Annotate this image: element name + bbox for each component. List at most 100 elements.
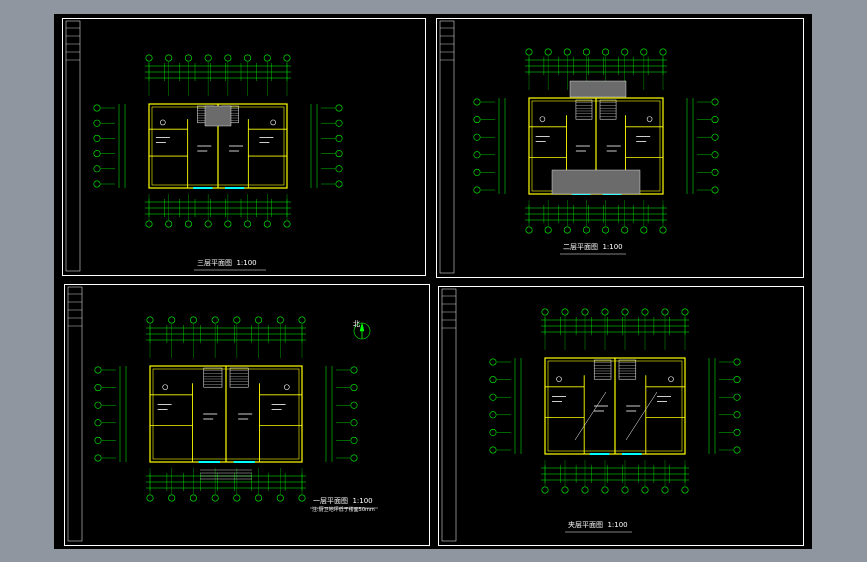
axis-bubble (298, 494, 306, 502)
axis-bubble-left (489, 446, 497, 454)
axis-bubble-left (473, 116, 481, 124)
axis-bubble (283, 54, 291, 62)
axis-bubble-right (350, 384, 358, 392)
title-third-floor: 三层平面图 1:100 (197, 259, 257, 267)
axis-bubble (525, 226, 533, 234)
axis-bubble-right (335, 180, 343, 188)
axis-bubble (581, 308, 589, 316)
axis-bubble (621, 308, 629, 316)
axis-bubble (276, 316, 284, 324)
axis-bubble (146, 494, 154, 502)
sheet-first-floor[interactable] (64, 284, 430, 546)
axis-bubble (544, 226, 552, 234)
axis-bubble-right (335, 119, 343, 127)
axis-bubble (168, 316, 176, 324)
axis-bubble (641, 308, 649, 316)
sheet-third-floor[interactable] (62, 18, 426, 276)
axis-bubble-left (94, 436, 102, 444)
axis-bubble-left (94, 366, 102, 374)
title-second-floor: 二层平面图 1:100 (563, 243, 623, 251)
axis-bubble (661, 308, 669, 316)
axis-bubble (544, 48, 552, 56)
axis-bubble (204, 54, 212, 62)
axis-bubble (263, 54, 271, 62)
axis-bubble (601, 486, 609, 494)
title-first-floor: 一层平面图 1:100 (313, 497, 373, 505)
axis-bubble-left (93, 150, 101, 158)
title-roof-floor: 夹层平面图 1:100 (568, 521, 628, 529)
axis-bubble-left (473, 133, 481, 141)
axis-bubble (581, 486, 589, 494)
axis-bubble (621, 226, 629, 234)
stair (593, 359, 612, 380)
axis-bubble-right (733, 393, 741, 401)
axis-bubble (224, 220, 232, 228)
axis-bubble (145, 54, 153, 62)
axis-bubble (681, 486, 689, 494)
stair (618, 359, 637, 380)
axis-bubble (621, 48, 629, 56)
axis-bubble-right (335, 134, 343, 142)
axis-bubble-left (93, 104, 101, 112)
axis-bubble (561, 486, 569, 494)
axis-bubble (283, 220, 291, 228)
axis-bubble (582, 226, 590, 234)
fixture (668, 376, 674, 382)
axis-bubble-left (94, 401, 102, 409)
axis-bubble (541, 486, 549, 494)
axis-bubble-left (94, 384, 102, 392)
axis-bubble (189, 316, 197, 324)
axis-bubble-left (489, 428, 497, 436)
axis-bubble-left (94, 454, 102, 462)
title-block (439, 20, 455, 274)
title-block (441, 288, 457, 542)
fixture (539, 116, 546, 122)
fixture (556, 376, 562, 382)
axis-bubble-right (733, 411, 741, 419)
axis-bubble (204, 220, 212, 228)
drawing-canvas (54, 14, 812, 549)
axis-bubble-right (335, 165, 343, 173)
axis-bubble-right (711, 151, 719, 159)
balcony-hatch (569, 80, 627, 98)
axis-bubble (145, 220, 153, 228)
axis-bubble-left (489, 393, 497, 401)
stair (599, 99, 617, 120)
sheet-roof-floor[interactable] (438, 286, 804, 546)
axis-bubble-right (733, 428, 741, 436)
north-label: 北 (353, 320, 360, 328)
axis-bubble (233, 316, 241, 324)
axis-bubble (659, 48, 667, 56)
axis-bubble (244, 220, 252, 228)
title-block (65, 20, 81, 272)
sheet-second-floor[interactable] (436, 18, 804, 278)
stair (203, 367, 223, 388)
axis-bubble (146, 316, 154, 324)
axis-bubble-right (350, 436, 358, 444)
axis-bubble (276, 494, 284, 502)
stair (575, 99, 593, 120)
axis-bubble-right (350, 366, 358, 374)
axis-bubble (640, 48, 648, 56)
title-block (67, 286, 83, 542)
axis-bubble-right (711, 116, 719, 124)
stair (229, 367, 249, 388)
axis-bubble (641, 486, 649, 494)
roof-slope (625, 391, 658, 441)
axis-bubble-left (489, 411, 497, 419)
note-first-floor: 注:厨卫地坪低于楼面50mm (312, 507, 375, 513)
axis-bubble (661, 486, 669, 494)
roof-slope (574, 391, 607, 441)
axis-bubble (165, 54, 173, 62)
axis-bubble-left (473, 98, 481, 106)
axis-bubble-left (94, 419, 102, 427)
fixture (160, 119, 166, 126)
axis-bubble (601, 308, 609, 316)
axis-bubble (211, 316, 219, 324)
axis-bubble-right (335, 150, 343, 158)
axis-bubble-left (93, 180, 101, 188)
balcony-hatch (551, 169, 641, 195)
axis-bubble (298, 316, 306, 324)
axis-bubble (541, 308, 549, 316)
